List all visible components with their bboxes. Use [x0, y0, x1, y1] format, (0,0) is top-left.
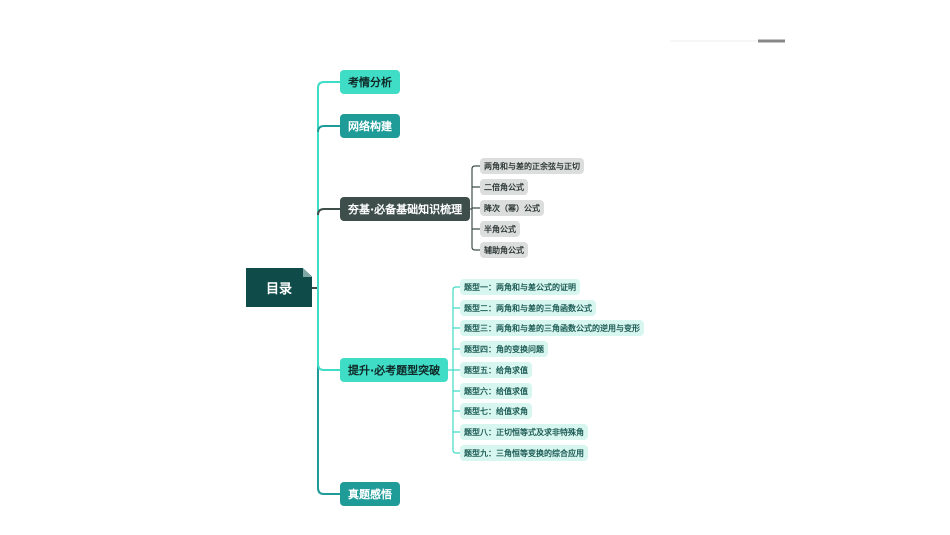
folded-corner-icon [303, 268, 312, 277]
question-type-item[interactable]: 题型六：给值求值 [460, 383, 532, 399]
root-node[interactable]: 目录 [246, 268, 312, 307]
basics-item[interactable]: 降次（幂）公式 [480, 200, 544, 216]
branch-network[interactable]: 网络构建 [340, 114, 400, 138]
basics-item[interactable]: 二倍角公式 [480, 179, 528, 195]
branch-exam-analysis[interactable]: 考情分析 [340, 70, 400, 94]
branch-question-types[interactable]: 提升·必考题型突破 [340, 358, 449, 382]
basics-item[interactable]: 两角和与差的正余弦与正切 [480, 158, 584, 174]
basics-item[interactable]: 辅助角公式 [480, 242, 528, 258]
question-type-item[interactable]: 题型一：两角和与差公式的证明 [460, 279, 580, 295]
question-type-item[interactable]: 题型三：两角和与差的三角函数公式的逆用与变形 [460, 320, 644, 336]
branch-real-questions[interactable]: 真题感悟 [340, 482, 400, 506]
question-type-item[interactable]: 题型五：给角求值 [460, 362, 532, 378]
question-type-item[interactable]: 题型二：两角和与差的三角函数公式 [460, 300, 596, 316]
question-type-item[interactable]: 题型四：角的变换问题 [460, 341, 548, 357]
question-type-item[interactable]: 题型七：给值求角 [460, 403, 532, 419]
branch-basics[interactable]: 夯基·必备基础知识梳理 [340, 197, 471, 221]
question-type-item[interactable]: 题型八：正切恒等式及求非特殊角 [460, 424, 588, 440]
basics-item[interactable]: 半角公式 [480, 221, 520, 237]
question-type-item[interactable]: 题型九：三角恒等变换的综合应用 [460, 445, 588, 461]
